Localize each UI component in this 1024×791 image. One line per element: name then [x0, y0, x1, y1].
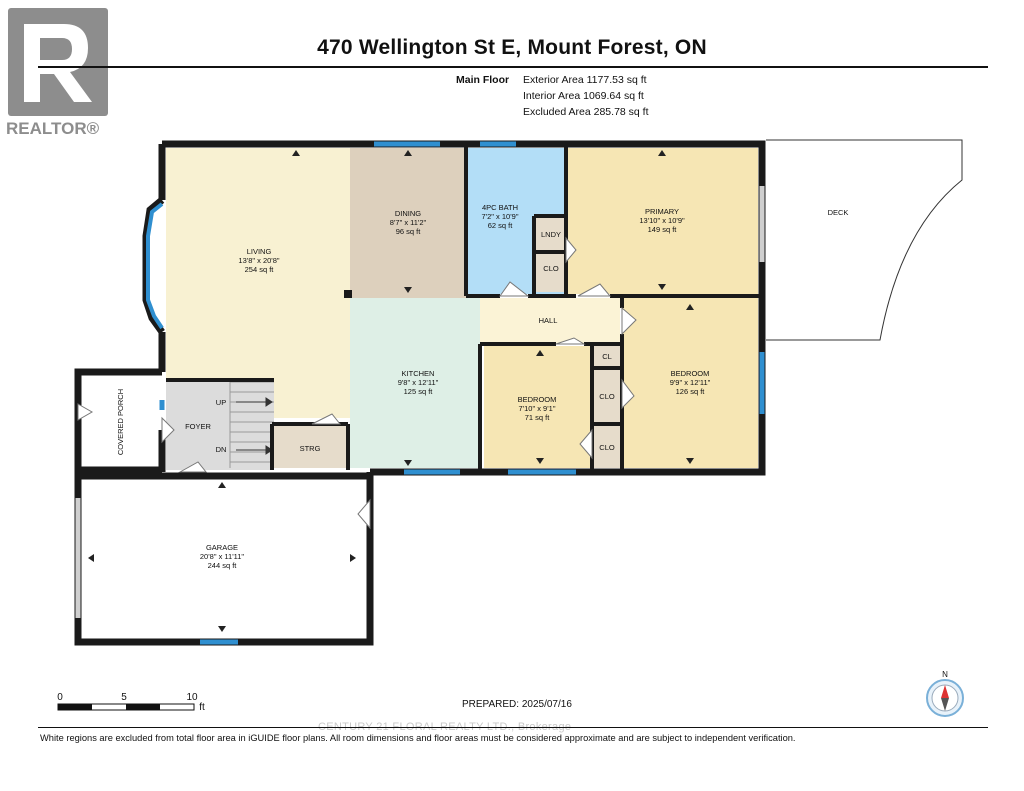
bay-window — [142, 197, 165, 335]
living-room — [166, 148, 352, 418]
deck-outline — [766, 139, 963, 341]
bedroom-large-area: 126 sq ft — [676, 387, 706, 396]
dining-dims: 8'7" x 11'2" — [390, 218, 427, 227]
cl-closet — [594, 344, 622, 368]
scale-tick-5: 5 — [121, 692, 127, 703]
bath-dims: 7'2" x 10'9" — [482, 212, 519, 221]
bedroom-small-dims: 7'10" x 9'1" — [519, 404, 556, 413]
foyer-area — [166, 380, 274, 470]
clo-closet-bath — [536, 252, 566, 292]
foyer-label: FOYER — [185, 422, 211, 431]
stair-arrows — [236, 397, 273, 455]
dining-label: DINING — [395, 209, 421, 218]
clo-low-label: CLO — [599, 443, 615, 452]
clo-closet-low — [594, 426, 622, 468]
scale-bar: 0 5 10 ft — [57, 692, 205, 713]
realtor-logo-text: REALTOR® — [6, 119, 100, 138]
primary-area: 149 sq ft — [648, 225, 678, 234]
compass-icon: N — [926, 670, 964, 717]
living-label: LIVING — [247, 247, 272, 256]
realtor-logo: REALTOR® — [6, 8, 108, 138]
garage-area: 244 sq ft — [208, 561, 238, 570]
exterior-area: Exterior Area 1177.53 sq ft — [523, 74, 647, 86]
bedroom-large-label: BEDROOM — [671, 369, 710, 378]
stairs-up-label: UP — [216, 398, 226, 407]
living-dims: 13'8" x 20'8" — [238, 256, 279, 265]
prepared-date: PREPARED: 2025/07/16 — [462, 699, 572, 710]
footer-divider — [38, 727, 988, 728]
compass-north-label: N — [942, 670, 948, 679]
strg-room — [274, 426, 346, 468]
bedroom-small-room — [484, 346, 590, 468]
clo-mid-label: CLO — [599, 392, 615, 401]
kitchen-label: KITCHEN — [402, 369, 435, 378]
dining-room — [350, 148, 466, 298]
kitchen-room — [350, 298, 480, 468]
bedroom-large-dims: 9'9" x 12'11" — [670, 378, 711, 387]
bedroom-large-room — [622, 298, 758, 468]
kitchen-area: 125 sq ft — [404, 387, 434, 396]
hall-area — [480, 298, 620, 344]
bath-label: 4PC BATH — [482, 203, 518, 212]
primary-room — [568, 148, 758, 294]
footnote: White regions are excluded from total fl… — [40, 733, 796, 743]
kitchen-dims: 9'8" x 12'11" — [398, 378, 439, 387]
dining-area: 96 sq ft — [396, 227, 422, 236]
floor-name: Main Floor — [456, 74, 510, 86]
lndy-label: LNDY — [541, 230, 561, 239]
bedroom-small-label: BEDROOM — [518, 395, 557, 404]
clo-closet-mid — [594, 370, 622, 422]
scale-unit: ft — [199, 702, 205, 713]
stairs — [229, 380, 274, 468]
excluded-area: Excluded Area 285.78 sq ft — [523, 106, 649, 118]
page-title: 470 Wellington St E, Mount Forest, ON — [317, 36, 707, 59]
title-divider — [38, 66, 988, 68]
deck-label: DECK — [828, 208, 849, 217]
living-area: 254 sq ft — [245, 265, 275, 274]
strg-label: STRG — [300, 444, 321, 453]
sliding-door — [75, 186, 765, 618]
windows — [159, 141, 765, 645]
primary-label: PRIMARY — [645, 207, 679, 216]
clo-bath-label: CLO — [543, 264, 559, 273]
door-swings — [77, 236, 637, 530]
garage-label: GARAGE — [206, 543, 238, 552]
scale-tick-0: 0 — [57, 692, 63, 703]
dimension-arrows — [88, 150, 694, 632]
primary-dims: 13'10" x 10'9" — [639, 216, 685, 225]
interior-area: Interior Area 1069.64 sq ft — [523, 90, 644, 102]
garage-dims: 20'8" x 11'11" — [200, 552, 245, 561]
bath-area: 62 sq ft — [488, 221, 514, 230]
scale-tick-10: 10 — [186, 692, 198, 703]
lndy-closet — [536, 218, 566, 252]
bedroom-small-area: 71 sq ft — [525, 413, 551, 422]
hall-label: HALL — [539, 316, 558, 325]
covered-porch-label: COVERED PORCH — [116, 389, 125, 455]
stairs-down-label: DN — [216, 445, 227, 454]
column — [344, 290, 352, 298]
cl-label: CL — [602, 352, 612, 361]
